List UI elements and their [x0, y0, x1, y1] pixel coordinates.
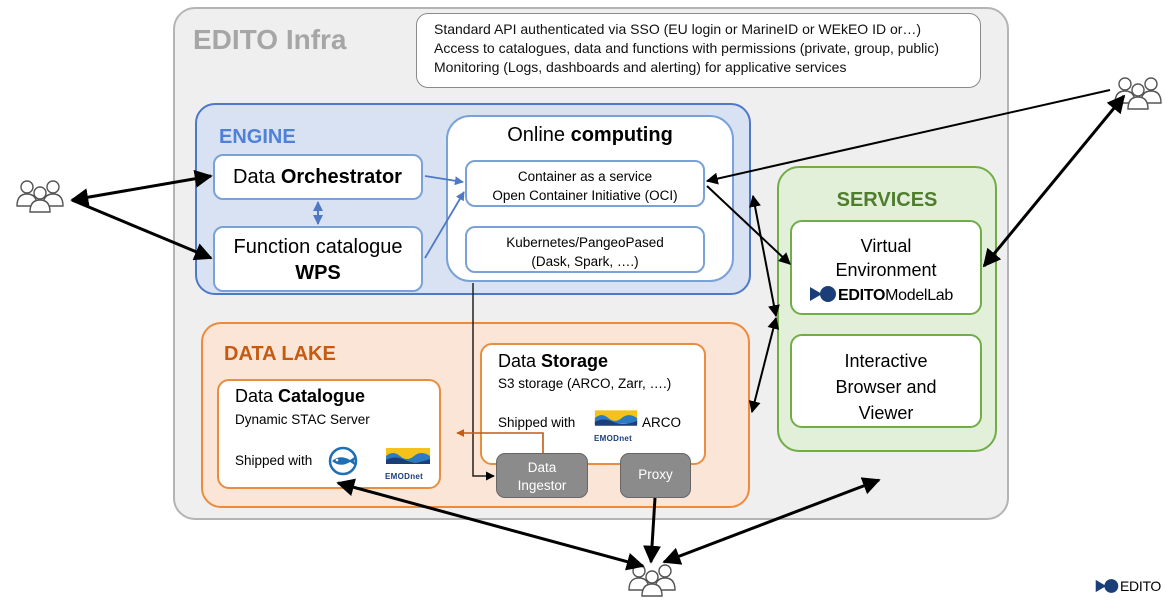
interactive-browser-box: Interactive Browser and Viewer: [790, 334, 982, 428]
edito-mark-icon: [1095, 579, 1119, 593]
api-line-monitoring: Monitoring (Logs, dashboards and alertin…: [434, 59, 847, 75]
proxy-box: Proxy: [620, 453, 691, 498]
emodnet-storage-logo-icon: EMODnet: [592, 408, 640, 443]
data-storage-subtitle: S3 storage (ARCO, Zarr, ….): [498, 376, 672, 391]
function-catalogue-wps: WPS: [295, 262, 341, 284]
orchestrator-label-bold: Orchestrator: [280, 166, 402, 188]
users-right-icon: [1115, 78, 1161, 109]
infra-title: EDITO Infra: [193, 24, 347, 55]
edito-footer-text: EDITO: [1120, 578, 1162, 594]
function-catalogue-box: Function catalogue WPS: [213, 226, 423, 292]
container-service-box: Container as a service Open Container In…: [465, 160, 705, 207]
data-lake-title: DATA LAKE: [224, 343, 336, 365]
data-orchestrator-box: Data Orchestrator: [213, 154, 423, 200]
emodnet-storage-logo-text: EMODnet: [594, 434, 633, 443]
emodnet-storage-waves-icon: [594, 410, 638, 426]
fish-logo-icon: [328, 446, 358, 476]
kubernetes-line2: (Dask, Spark, ….): [531, 254, 639, 269]
services-title: SERVICES: [836, 189, 938, 211]
edito-footer-logo: EDITO: [1094, 578, 1161, 596]
users-left-icon: [17, 181, 63, 212]
container-line2: Open Container Initiative (OCI): [492, 188, 678, 203]
browser-line2: Browser and: [835, 377, 937, 397]
virtual-env-line2: Environment: [835, 260, 937, 280]
data-catalogue-box: [217, 379, 441, 489]
data-storage-arco: ARCO: [642, 415, 682, 430]
engine-title: ENGINE: [219, 126, 296, 148]
virtual-environment-box: Virtual Environment: [790, 220, 982, 315]
data-catalogue-title: Data Catalogue: [235, 386, 365, 407]
data-ingestor-box: Data Ingestor: [496, 453, 588, 498]
emodnet-waves-icon: [386, 448, 430, 464]
container-line1: Container as a service: [517, 169, 653, 184]
virtual-env-line1: Virtual: [860, 236, 912, 256]
kubernetes-line1: Kubernetes/PangeoPased: [506, 235, 664, 250]
edito-modellab-mark-icon: [810, 286, 836, 302]
ingestor-line2: Ingestor: [517, 478, 567, 493]
data-catalogue-subtitle: Dynamic STAC Server: [235, 412, 370, 427]
kubernetes-box: Kubernetes/PangeoPased (Dask, Spark, ….): [465, 226, 705, 273]
online-computing-title: Online computing: [446, 124, 734, 147]
api-info-box: Standard API authenticated via SSO (EU l…: [416, 13, 981, 88]
data-storage-title: Data Storage: [498, 351, 608, 372]
orchestrator-label-pre: Data: [233, 166, 281, 188]
modellab-brand: EDITO: [838, 287, 886, 304]
catalogue-title-bold: Catalogue: [278, 386, 366, 406]
storage-title-pre: Data: [498, 351, 542, 371]
computing-title-pre: Online: [507, 124, 571, 146]
data-catalogue-shipped: Shipped with: [235, 453, 313, 468]
modellab-logo: EDITOModelLab: [808, 285, 953, 305]
emodnet-logo-text: EMODnet: [385, 472, 424, 481]
storage-title-bold: Storage: [541, 351, 609, 371]
api-line-permissions: Access to catalogues, data and functions…: [434, 40, 940, 56]
modellab-product: ModelLab: [885, 287, 953, 304]
computing-title-bold: computing: [570, 124, 673, 146]
function-catalogue-label: Function catalogue: [233, 236, 403, 258]
data-storage-shipped: Shipped with: [498, 415, 576, 430]
emodnet-logo-icon: EMODnet: [383, 446, 433, 481]
browser-line1: Interactive: [844, 351, 928, 371]
browser-line3: Viewer: [858, 403, 914, 423]
users-bottom-icon: [629, 565, 675, 596]
api-line-sso: Standard API authenticated via SSO (EU l…: [434, 21, 922, 37]
ingestor-line1: Data: [527, 460, 557, 475]
catalogue-title-pre: Data: [235, 386, 279, 406]
